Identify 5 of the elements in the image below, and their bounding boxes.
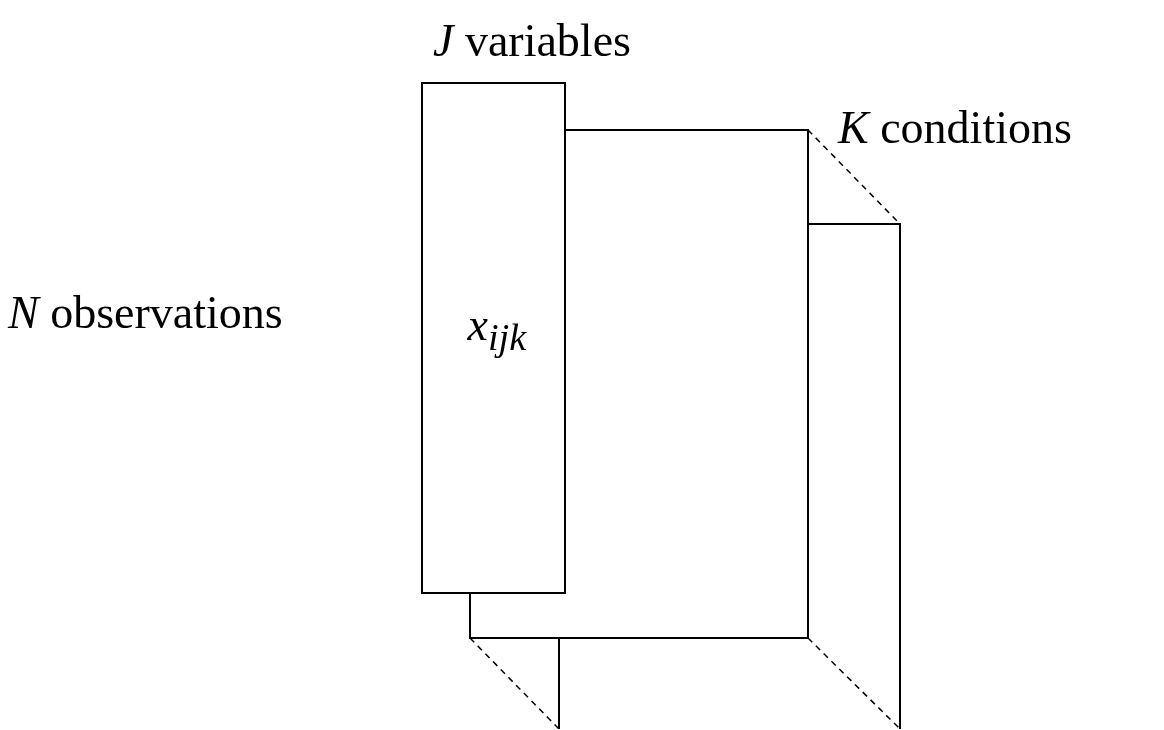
element-symbol: x$_{ijk}$ (467, 302, 527, 357)
axis-label: J variables (433, 18, 631, 64)
axis-label: K conditions (838, 105, 1072, 151)
matrix-slice-box (421, 82, 566, 594)
axis-label: N observations (8, 290, 283, 336)
